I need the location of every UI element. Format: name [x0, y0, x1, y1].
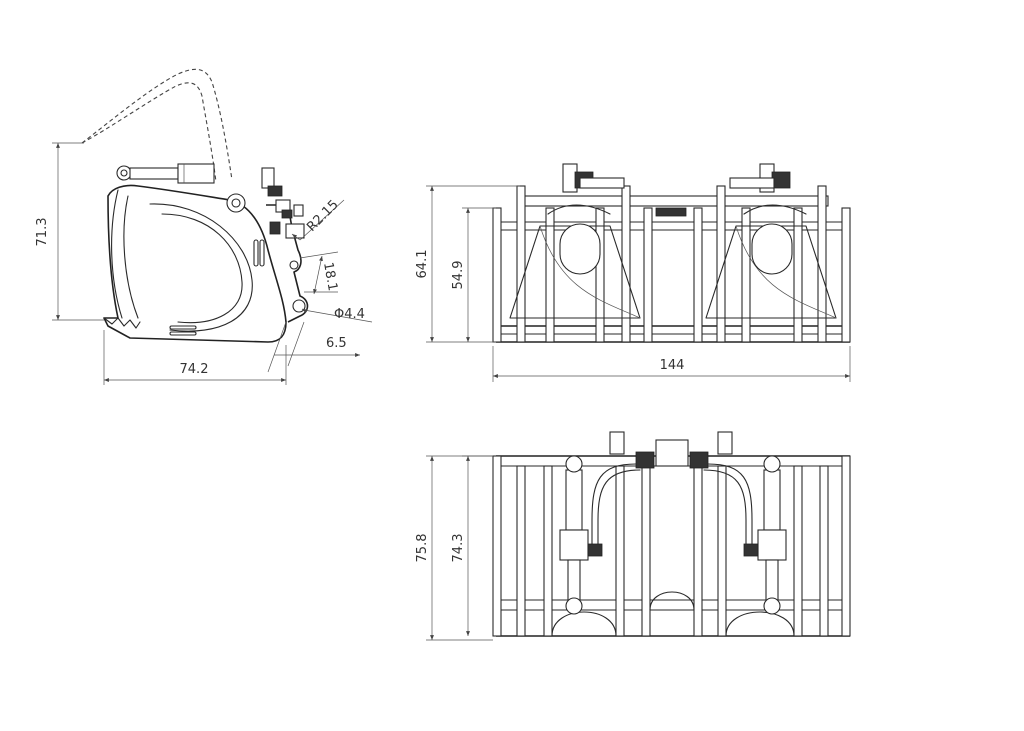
dim-front-overall-height-label: 64.1 — [415, 250, 430, 279]
dim-front-width-label: 144 — [660, 358, 685, 373]
dim-front-inner-height: 54.9 — [451, 207, 496, 342]
dim-top-overall-depth-label: 75.8 — [415, 534, 430, 563]
dim-side-width: 74.2 — [103, 330, 287, 385]
dim-top-inner-depth: 74.3 — [451, 455, 493, 636]
dim-side-height-label: 71.3 — [35, 218, 50, 247]
dim-front-inner-height-label: 54.9 — [451, 261, 466, 290]
side-slots — [169, 239, 265, 336]
top-cylinders — [559, 455, 787, 615]
side-view: 71.3 74.2 R2.15 18.1 Φ4.4 — [35, 68, 373, 385]
top-view: 75.8 74.3 — [415, 431, 851, 641]
bucket-body — [103, 184, 287, 343]
front-tines — [492, 185, 851, 343]
dim-side-hole-label: Φ4.4 — [334, 307, 365, 322]
dim-side-height: 71.3 — [35, 142, 104, 321]
dim-top-inner-depth-label: 74.3 — [451, 534, 466, 563]
dim-side-offset: 6.5 — [267, 321, 360, 373]
dim-side-slot: 18.1 — [299, 251, 340, 295]
dim-side-offset-label: 6.5 — [326, 336, 347, 351]
front-view: 64.1 54.9 144 — [415, 163, 851, 382]
dim-side-width-label: 74.2 — [180, 362, 209, 377]
top-tines — [492, 455, 851, 637]
bucket-teeth — [103, 317, 141, 329]
hydraulic-cylinder — [116, 163, 215, 184]
hydraulic-valves — [261, 167, 305, 239]
dim-side-radius-label: R2.15 — [304, 197, 341, 234]
dim-front-overall-height: 64.1 — [415, 185, 520, 343]
dim-side-hole: Φ4.4 — [301, 307, 373, 323]
grapple-arm-open-position — [81, 68, 233, 181]
top-valve-block — [587, 431, 759, 557]
dim-side-slot-label: 18.1 — [320, 261, 340, 292]
front-cylinders — [547, 163, 807, 275]
dim-front-width: 144 — [492, 346, 851, 382]
